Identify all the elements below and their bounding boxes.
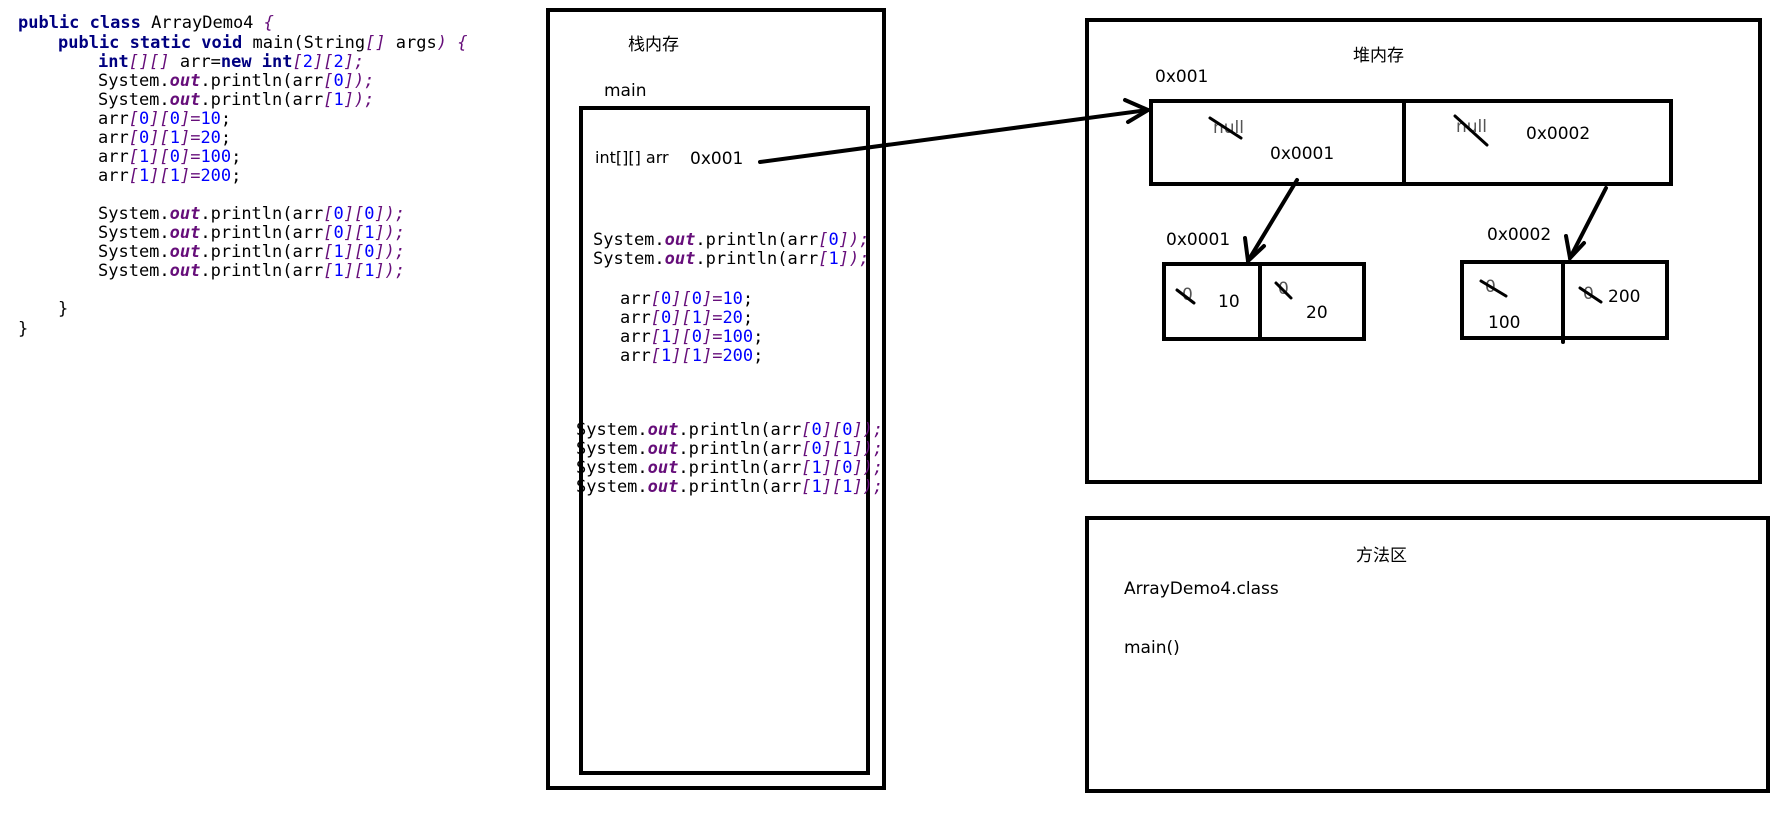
code-line-array-new: int[][] arr=new int[2][2]; (98, 52, 365, 72)
outer-cell-0-value: 0x0001 (1270, 144, 1335, 164)
stack-var-label: int[][] arr (595, 148, 669, 167)
inner-array-0-address: 0x0001 (1166, 230, 1231, 250)
inner-0-cell-0-value: 10 (1218, 292, 1240, 312)
inner-1-cell-0-value: 100 (1488, 313, 1521, 333)
strike-inner-1-cell-1 (1578, 286, 1603, 304)
stack-assign-line: arr[0][0]=10; (620, 289, 754, 309)
stack-assign-line: arr[1][1]=200; (620, 346, 764, 366)
stack-var-value: 0x001 (690, 149, 744, 169)
stack-assign-line: arr[0][1]=20; (620, 308, 754, 328)
strike-inner-0-cell-1 (1274, 281, 1293, 300)
strike-outer-cell-0 (1208, 116, 1243, 140)
code-line-print-01: System.out.println(arr[0][1]); (98, 223, 406, 243)
inner-0-cell-0-old-value: 0 (1182, 285, 1193, 305)
inner-array-1-address: 0x0002 (1487, 225, 1552, 245)
outer-array-address: 0x001 (1155, 67, 1209, 87)
inner-array-0-box (1162, 262, 1366, 341)
method-area-item: ArrayDemo4.class (1124, 579, 1279, 599)
method-area-title: 方法区 (1356, 546, 1407, 566)
stack-print2-line: System.out.println(arr[1][0]); (576, 458, 884, 478)
strike-inner-0-cell-0 (1175, 288, 1196, 305)
code-line-print-10: System.out.println(arr[1][0]); (98, 242, 406, 262)
heap-memory-title: 堆内存 (1353, 46, 1404, 66)
outer-cell-0-old-value: null (1213, 118, 1244, 138)
stack-memory-box (546, 8, 886, 790)
inner-0-cell-1-value: 20 (1306, 303, 1328, 323)
reference-arrow-cell-1 (1568, 186, 1608, 260)
stack-print2-line: System.out.println(arr[0][1]); (576, 439, 884, 459)
stack-print2-line: System.out.println(arr[1][1]); (576, 477, 884, 497)
code-line-class-decl: public class ArrayDemo4 { (18, 13, 274, 33)
arrowhead (1564, 234, 1586, 263)
code-line-print-arr1: System.out.println(arr[1]); (98, 90, 375, 110)
stack-println-line: System.out.println(arr[1]); (593, 249, 870, 269)
code-line-main-decl: public static void main(String[] args) { (58, 33, 468, 53)
code-line-print-arr0: System.out.println(arr[0]); (98, 71, 375, 91)
method-area-box (1085, 516, 1770, 793)
code-line-assign-01: arr[0][1]=20; (98, 128, 232, 148)
code-line-assign-10: arr[1][0]=100; (98, 147, 242, 167)
stack-memory-title: 栈内存 (628, 35, 679, 55)
main-frame-box (579, 106, 870, 775)
code-close-class: } (18, 319, 29, 339)
arrowhead (1123, 98, 1153, 124)
strike-inner-1-cell-0 (1479, 279, 1508, 298)
arrowhead (1243, 236, 1266, 266)
code-line-assign-00: arr[0][0]=10; (98, 109, 232, 129)
reference-arrow-arr (758, 108, 1150, 164)
stack-frame-name: main (604, 81, 647, 101)
code-line-print-11: System.out.println(arr[1][1]); (98, 261, 406, 281)
code-line-print-00: System.out.println(arr[0][0]); (98, 204, 406, 224)
code-close-method: } (58, 299, 69, 319)
strike-outer-cell-1 (1453, 114, 1489, 147)
code-line-assign-11: arr[1][1]=200; (98, 166, 242, 186)
method-area-item: main() (1124, 638, 1180, 658)
outer-cell-1-value: 0x0002 (1526, 124, 1591, 144)
stack-println-line: System.out.println(arr[0]); (593, 230, 870, 250)
inner-1-cell-1-value: 200 (1608, 287, 1641, 307)
stack-print2-line: System.out.println(arr[0][0]); (576, 420, 884, 440)
reference-arrow-cell-0 (1246, 178, 1299, 263)
stack-assign-line: arr[1][0]=100; (620, 327, 764, 347)
heap-memory-box (1085, 18, 1762, 484)
outer-array-box (1149, 99, 1673, 186)
